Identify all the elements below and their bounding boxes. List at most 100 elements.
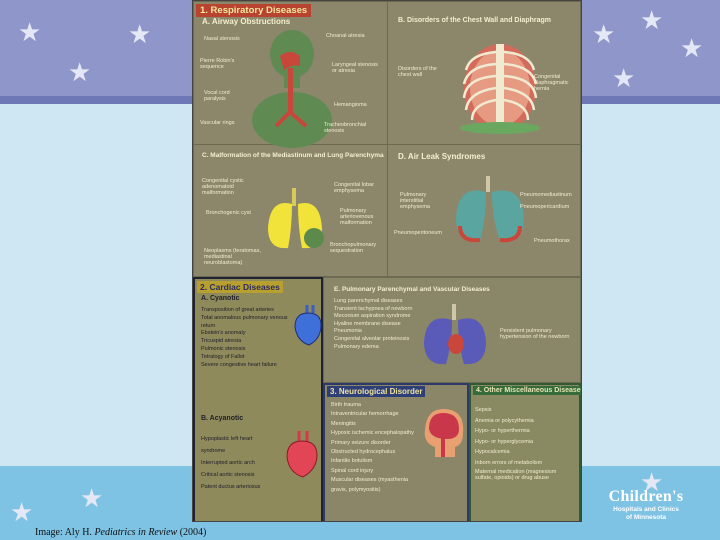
air-leak-label: Pulmonary interstitial emphysema bbox=[400, 192, 430, 210]
caption-journal: Pediatrics in Review bbox=[94, 527, 178, 538]
airway-label: Pierre Robin's sequence bbox=[200, 58, 235, 70]
list-item: Sepsis bbox=[475, 407, 492, 413]
star-icon: ★ bbox=[18, 18, 42, 48]
air-leak-label: Pneumopericardium bbox=[520, 204, 570, 210]
logo-line2: of Minnesota bbox=[625, 514, 667, 521]
cardiac-title: 2. Cardiac Diseases bbox=[197, 281, 283, 293]
list-item: Hyaline membrane disease bbox=[334, 320, 401, 327]
list-item: Intraventricular hemorrhage bbox=[331, 411, 399, 418]
list-item: Maternal medication (magnesium sulfate, … bbox=[475, 468, 557, 481]
neurological-list: Birth trauma Intraventricular hemorrhage… bbox=[331, 401, 417, 495]
list-item: Hypoxic ischemic encephalopathy bbox=[331, 430, 414, 437]
purple-lungs-illustration bbox=[424, 304, 486, 365]
list-item: Spinal cord injury bbox=[331, 467, 374, 474]
list-item: Congenital alveolar proteinosis bbox=[334, 335, 410, 342]
list-item: Critical aortic stenosis bbox=[201, 472, 255, 478]
list-item: Transient tachypnea of newborn bbox=[334, 305, 413, 312]
list-item: Muscular diseases (myasthenia gravis, po… bbox=[331, 477, 409, 493]
list-item: Pulmonary edema bbox=[334, 343, 379, 350]
caption-year: (2004) bbox=[179, 527, 207, 538]
airway-label: Choanal atresia bbox=[326, 33, 365, 39]
star-icon: ★ bbox=[640, 468, 664, 498]
list-item: Total anomalous pulmonary venous return bbox=[201, 314, 288, 329]
airway-obstructions-title: A. Airway Obstructions bbox=[202, 17, 291, 26]
childrens-logo: Children's Hospitals and Clinics of Minn… bbox=[596, 488, 696, 522]
air-leak-label: Pneumomediastinum bbox=[520, 192, 572, 198]
list-item: Obstructed hydrocephalus bbox=[331, 449, 396, 456]
airway-label: Tracheobronchial stenosis bbox=[324, 122, 367, 134]
air-leak-label: Pneumothorax bbox=[534, 238, 570, 244]
pulmonary-list: Lung parenchymal diseases Transient tach… bbox=[334, 298, 424, 351]
airway-label: Laryngeal stenosis or atresia bbox=[332, 62, 378, 74]
red-heart-illustration bbox=[286, 431, 318, 478]
cardiac-section: 2. Cardiac Diseases A. Cyanotic Transpos… bbox=[193, 277, 323, 521]
air-leak-lungs-illustration bbox=[456, 176, 524, 243]
airway-label: Vascular rings bbox=[200, 120, 235, 126]
list-item: Transposition of great arteries bbox=[201, 307, 274, 313]
list-item: Primary seizure disorder bbox=[331, 439, 391, 446]
air-leak-title: D. Air Leak Syndromes bbox=[398, 152, 486, 161]
cyanotic-title: A. Cyanotic bbox=[201, 295, 240, 302]
star-icon: ★ bbox=[68, 58, 92, 88]
list-item: Hypo- or hyperthermia bbox=[475, 428, 530, 435]
list-item: Patent ductus arteriosus bbox=[201, 484, 261, 490]
list-item: Pulmonic stenosis bbox=[201, 345, 246, 352]
star-icon: ★ bbox=[80, 484, 104, 514]
list-item: Severe congestive heart failure bbox=[201, 361, 277, 368]
mediastinum-label: Congenital lobar emphysema bbox=[334, 182, 375, 194]
chest-wall-label: Disorders of the chest wall bbox=[398, 66, 437, 78]
cyanotic-list: Transposition of great arteries Total an… bbox=[201, 307, 297, 369]
list-item: Anemia or polycythemia bbox=[475, 417, 534, 424]
brain-head-illustration bbox=[424, 409, 464, 457]
list-item: Interrupted aortic arch bbox=[201, 460, 255, 466]
list-item: Hypo- or hyperglycemia bbox=[475, 438, 534, 445]
acyanotic-list: Hypoplastic left heart syndrome Interrup… bbox=[201, 433, 271, 493]
star-icon: ★ bbox=[680, 34, 704, 64]
respiratory-section: 1. Respiratory Diseases A. Airway Obstru… bbox=[193, 1, 581, 278]
mediastinum-label: Bronchogenic cyst bbox=[206, 210, 251, 216]
divider bbox=[194, 144, 581, 145]
caption-author: Image: Aly H. bbox=[35, 527, 92, 538]
star-icon: ★ bbox=[612, 64, 636, 94]
list-item: Hypocalcemia bbox=[475, 449, 510, 456]
star-icon: ★ bbox=[592, 20, 616, 50]
airway-label: Nasal stenosis bbox=[204, 36, 240, 42]
logo-line1: Hospitals and Clinics bbox=[613, 506, 679, 513]
list-item: Infantile botulism bbox=[331, 458, 373, 465]
mediastinum-title: C. Malformation of the Mediastinum and L… bbox=[202, 152, 384, 159]
star-icon: ★ bbox=[128, 20, 152, 50]
list-item: Inborn errors of metabolism bbox=[475, 459, 543, 466]
list-item: Hypoplastic left heart syndrome bbox=[201, 436, 253, 454]
respiratory-title: 1. Respiratory Diseases bbox=[196, 4, 312, 17]
list-item: Ebstein's anomaly bbox=[201, 330, 246, 337]
list-item: Meconium aspiration syndrome bbox=[334, 313, 411, 320]
mediastinum-label: Congenital cystic adenomatoid malformati… bbox=[202, 178, 244, 196]
pulmonary-title: E. Pulmonary Parenchymal and Vascular Di… bbox=[334, 286, 490, 293]
chest-wall-label: Congenital diaphragmatic hernia bbox=[534, 74, 569, 92]
star-icon: ★ bbox=[640, 6, 664, 36]
miscellaneous-list: Sepsis Anemia or polycythemia Hypo- or h… bbox=[475, 405, 575, 481]
list-item: Tetralogy of Fallot bbox=[201, 353, 245, 360]
ribcage-illustration bbox=[460, 44, 540, 134]
list-item: Birth trauma bbox=[331, 402, 361, 408]
list-item: Lung parenchymal diseases bbox=[334, 298, 403, 304]
mediastinum-label: Bronchopulmonary sequestration bbox=[330, 242, 377, 254]
miscellaneous-section: 4. Other Miscellaneous Diseases Sepsis A… bbox=[469, 383, 581, 521]
respiratory-distress-poster: 1. Respiratory Diseases A. Airway Obstru… bbox=[192, 0, 582, 522]
chest-wall-title: B. Disorders of the Chest Wall and Diaph… bbox=[398, 17, 551, 24]
list-item: Tricuspid atresia bbox=[201, 338, 242, 345]
airway-label: Hemangioma bbox=[334, 102, 367, 108]
logo-name: Children's bbox=[608, 488, 684, 505]
pulmonary-section: E. Pulmonary Parenchymal and Vascular Di… bbox=[323, 277, 581, 383]
mediastinum-label: Pulmonary arteriovenous malformation bbox=[340, 208, 374, 226]
pulmonary-label: Persistent pulmonary hypertension of the… bbox=[500, 328, 570, 340]
airway-label: Vocal cord paralysis bbox=[204, 90, 230, 102]
miscellaneous-title: 4. Other Miscellaneous Diseases bbox=[473, 386, 581, 395]
star-icon: ★ bbox=[10, 498, 34, 528]
list-item: Pneumonia bbox=[334, 328, 362, 335]
neurological-section: 3. Neurological Disorder Birth trauma In… bbox=[323, 383, 469, 521]
divider bbox=[387, 2, 388, 278]
yellow-lungs-illustration bbox=[268, 188, 324, 249]
air-leak-label: Pneumoperitoneum bbox=[394, 230, 443, 236]
list-item: Meningitis bbox=[331, 420, 356, 427]
